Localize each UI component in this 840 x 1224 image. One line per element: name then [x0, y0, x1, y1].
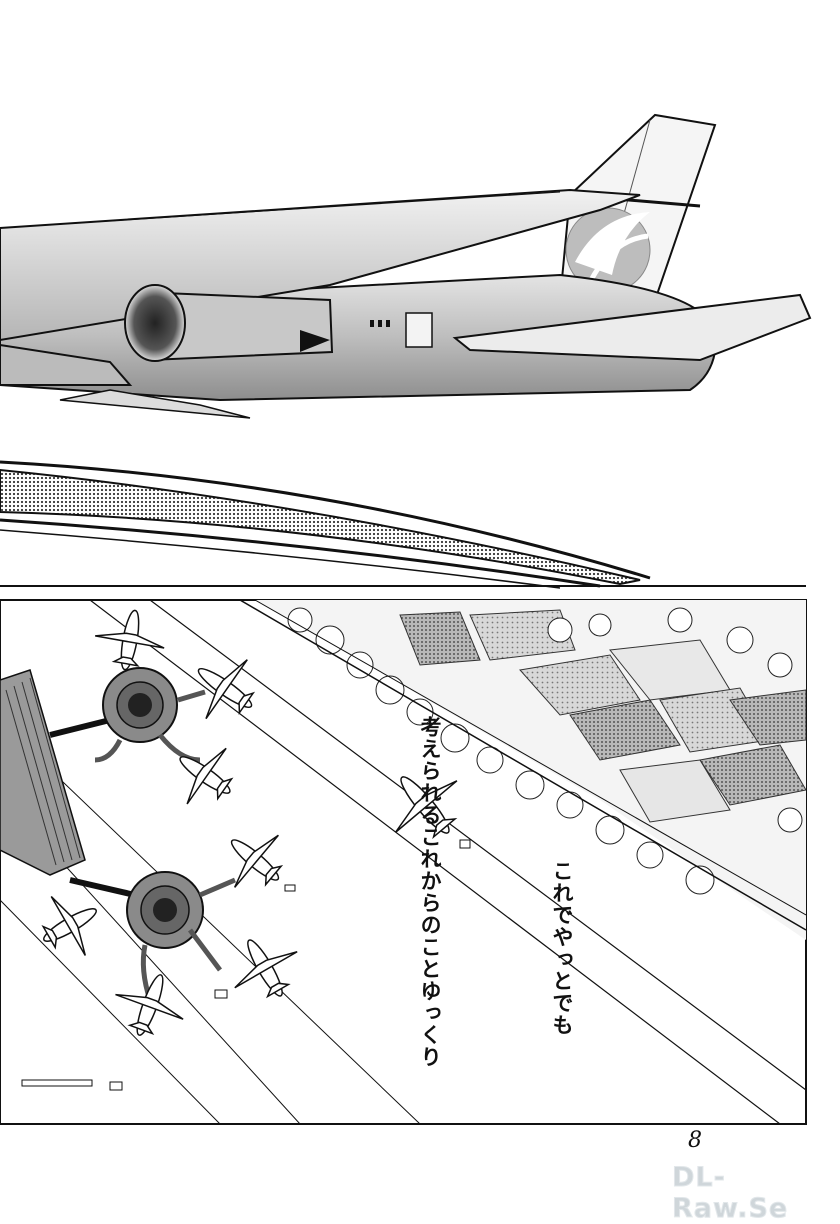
- watermark: DL-Raw.Se: [672, 1162, 789, 1224]
- dialogue-line: これでやっと: [550, 860, 574, 992]
- panel-jet-flyover: [0, 113, 812, 589]
- horizontal-stabilizer: [452, 293, 812, 362]
- rear-door: [405, 312, 433, 348]
- terminal-building: [0, 669, 86, 876]
- dialogue-line: でも: [550, 992, 574, 1036]
- farmland: [255, 600, 806, 940]
- engine-intake: [124, 284, 186, 362]
- dialogue-line: 考えられる: [418, 716, 442, 826]
- page-number: 8: [688, 1128, 702, 1153]
- dialogue-balloon-2: ゆっくり これからのこと 考えられる: [416, 716, 444, 1068]
- tail-logo-icon: [565, 207, 651, 293]
- satellite-terminal-2: [126, 871, 204, 949]
- aircraft: [41, 609, 458, 1036]
- dialogue-line: これからのこと: [418, 826, 442, 980]
- motion-streaks: [0, 460, 651, 589]
- dialogue-line: ゆっくり: [418, 980, 442, 1068]
- dialogue-balloon-1: でも これでやっと: [548, 860, 576, 1036]
- satellite-terminal-1: [102, 667, 178, 743]
